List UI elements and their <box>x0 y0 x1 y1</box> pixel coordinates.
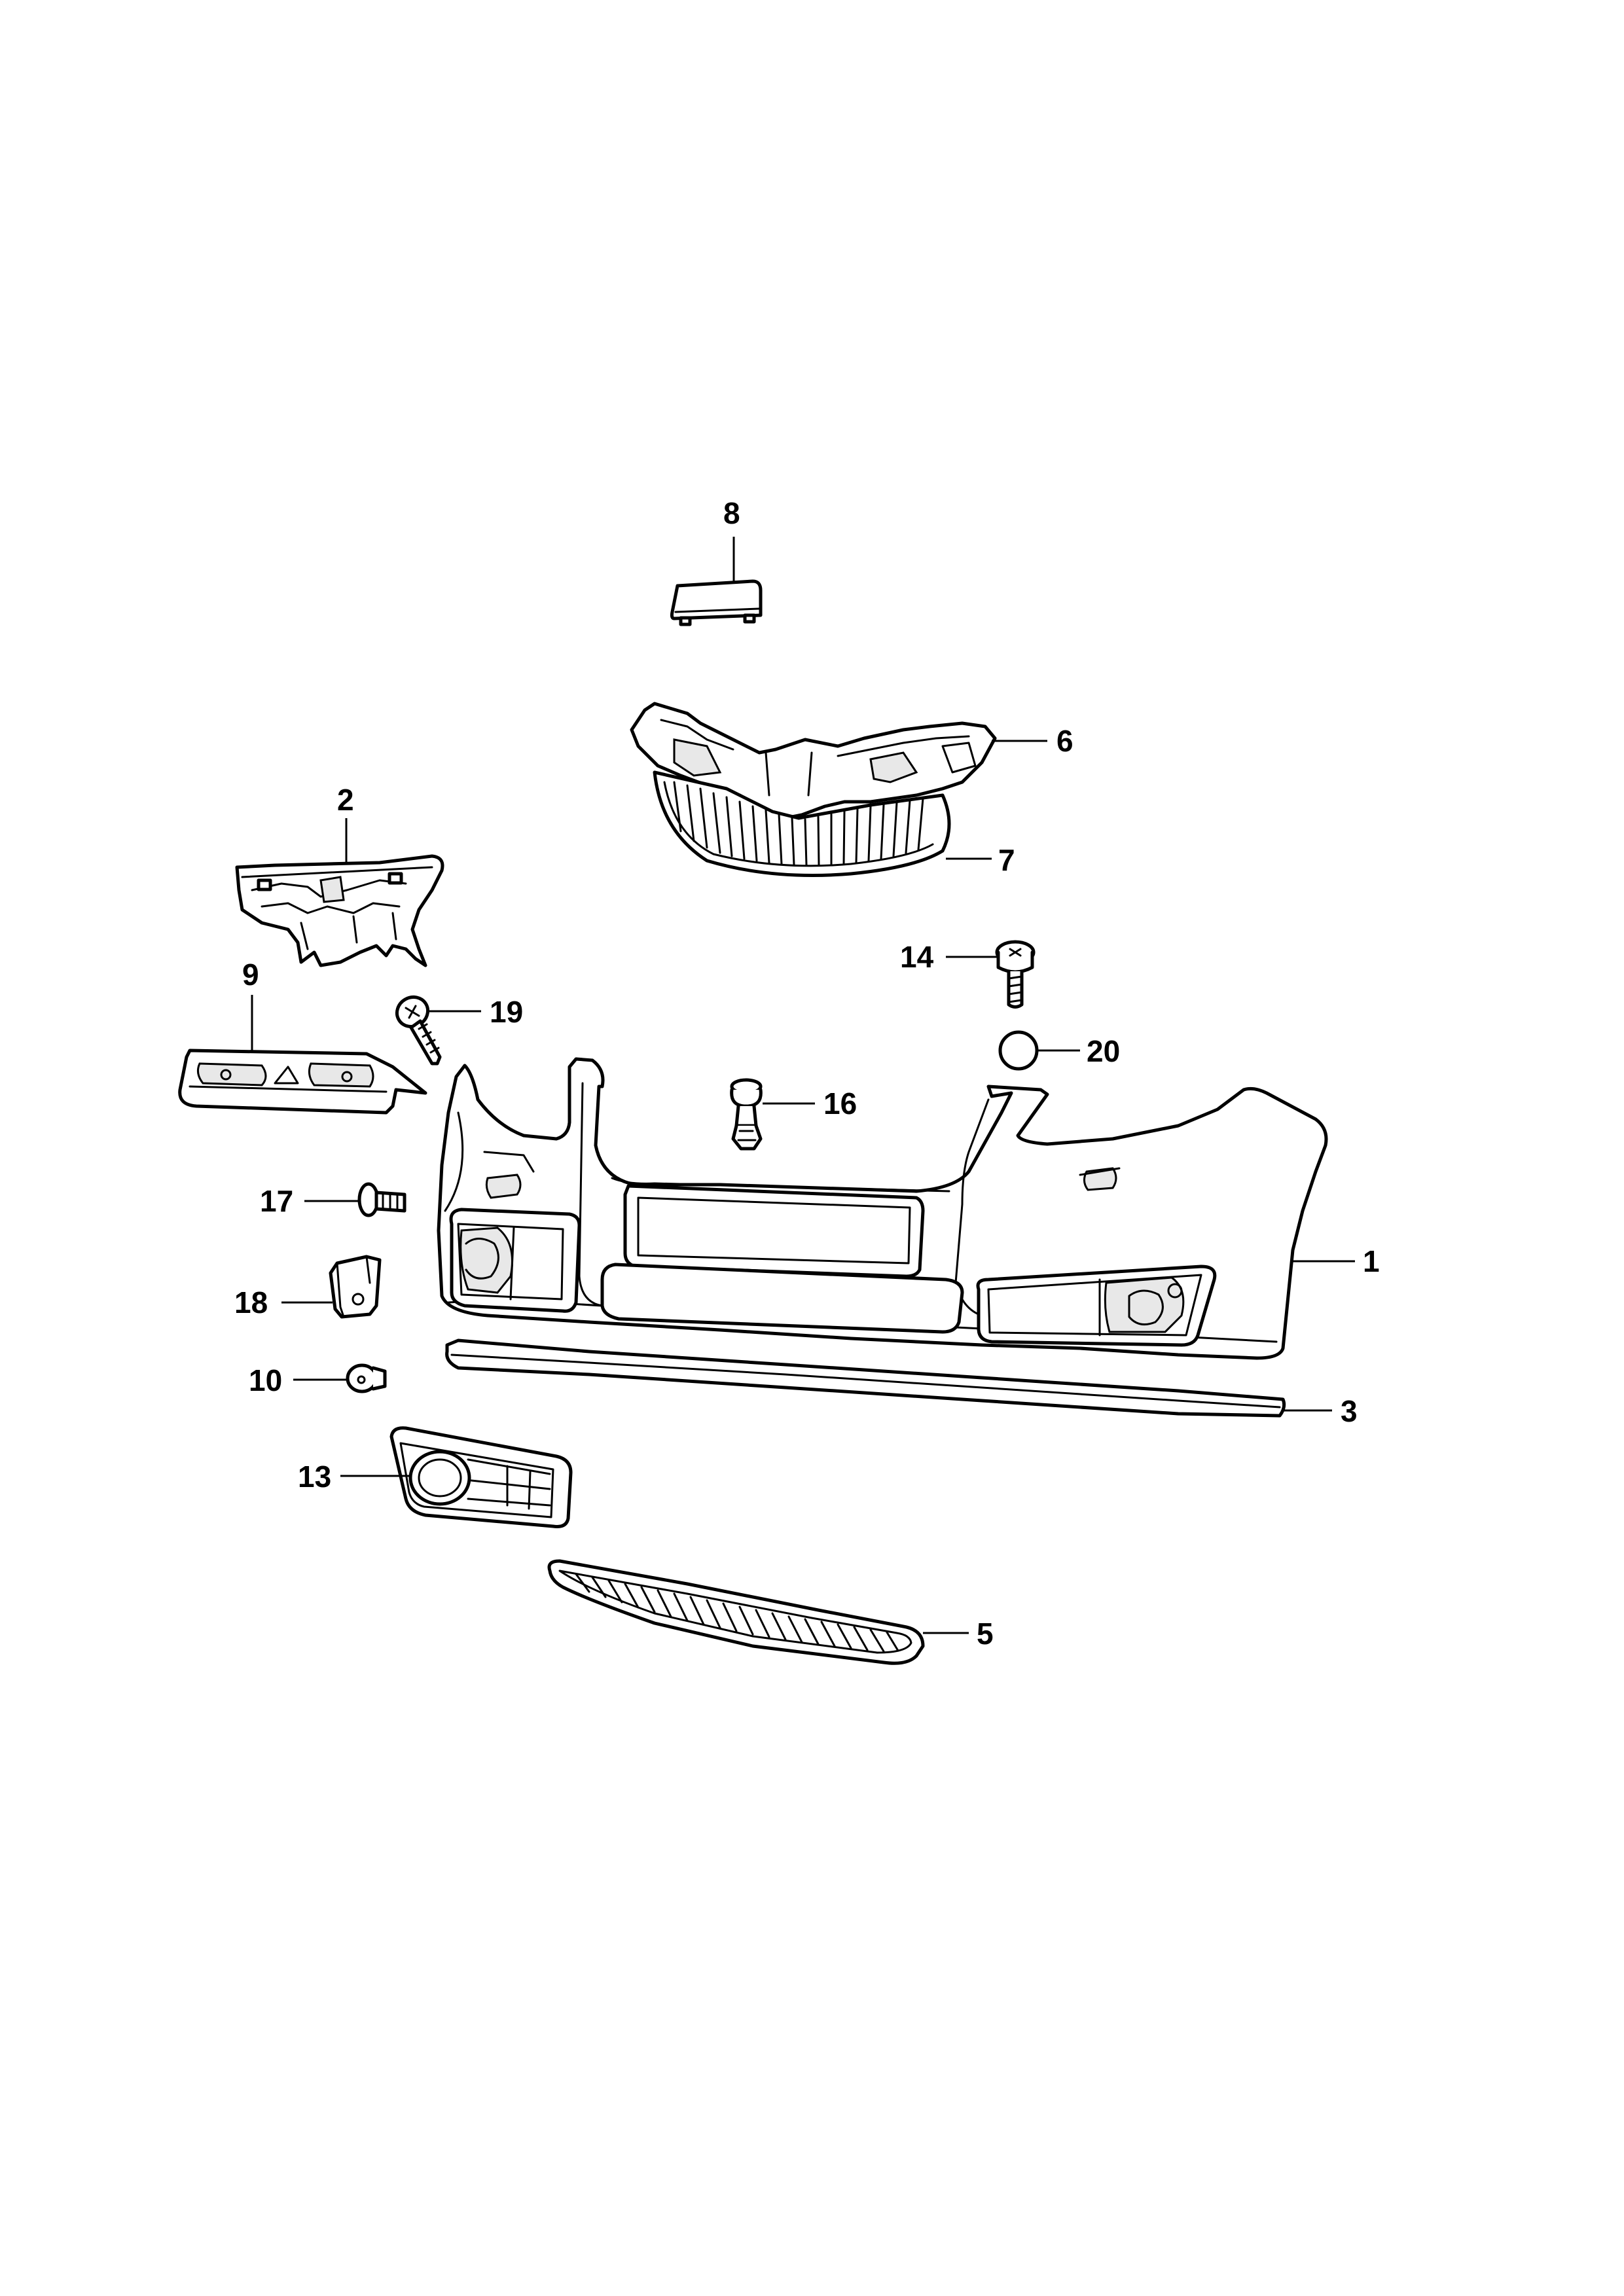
part-17-screw <box>357 1182 406 1217</box>
part-14-bolt <box>995 940 1036 1009</box>
part-3-spoiler-strip <box>445 1338 1286 1418</box>
part-1-bumper <box>437 1057 1328 1360</box>
callout-3: 3 <box>1341 1394 1358 1428</box>
callout-2: 2 <box>337 783 354 817</box>
callout-5: 5 <box>977 1617 994 1651</box>
callout-20: 20 <box>1087 1034 1120 1068</box>
callout-19: 19 <box>490 995 523 1029</box>
part-9-trim-bracket <box>178 1049 427 1115</box>
callout-9: 9 <box>242 958 259 992</box>
callout-7: 7 <box>998 843 1015 877</box>
part-20-plug <box>998 1030 1039 1071</box>
callout-13: 13 <box>298 1460 331 1494</box>
callout-17: 17 <box>260 1184 293 1218</box>
callout-6: 6 <box>1056 724 1074 758</box>
callout-1: 1 <box>1363 1244 1380 1278</box>
part-13-fog-grille <box>389 1426 573 1528</box>
part-5-lower-grille <box>547 1559 925 1665</box>
part-7-grille-insert <box>653 770 951 877</box>
part-16-clip <box>730 1078 763 1151</box>
callout-18: 18 <box>234 1285 268 1319</box>
part-10-rivet <box>346 1363 387 1393</box>
grille-7-slats <box>673 781 924 867</box>
part-2-bracket <box>235 854 444 967</box>
callout-8: 8 <box>723 496 740 530</box>
callout-14: 14 <box>900 940 934 974</box>
callout-16: 16 <box>823 1086 857 1121</box>
part-8-cap <box>670 579 763 626</box>
part-18-clip <box>329 1255 382 1319</box>
grille-5-slats <box>575 1573 899 1653</box>
part-19-screw <box>395 995 442 1066</box>
callout-10: 10 <box>249 1363 282 1397</box>
